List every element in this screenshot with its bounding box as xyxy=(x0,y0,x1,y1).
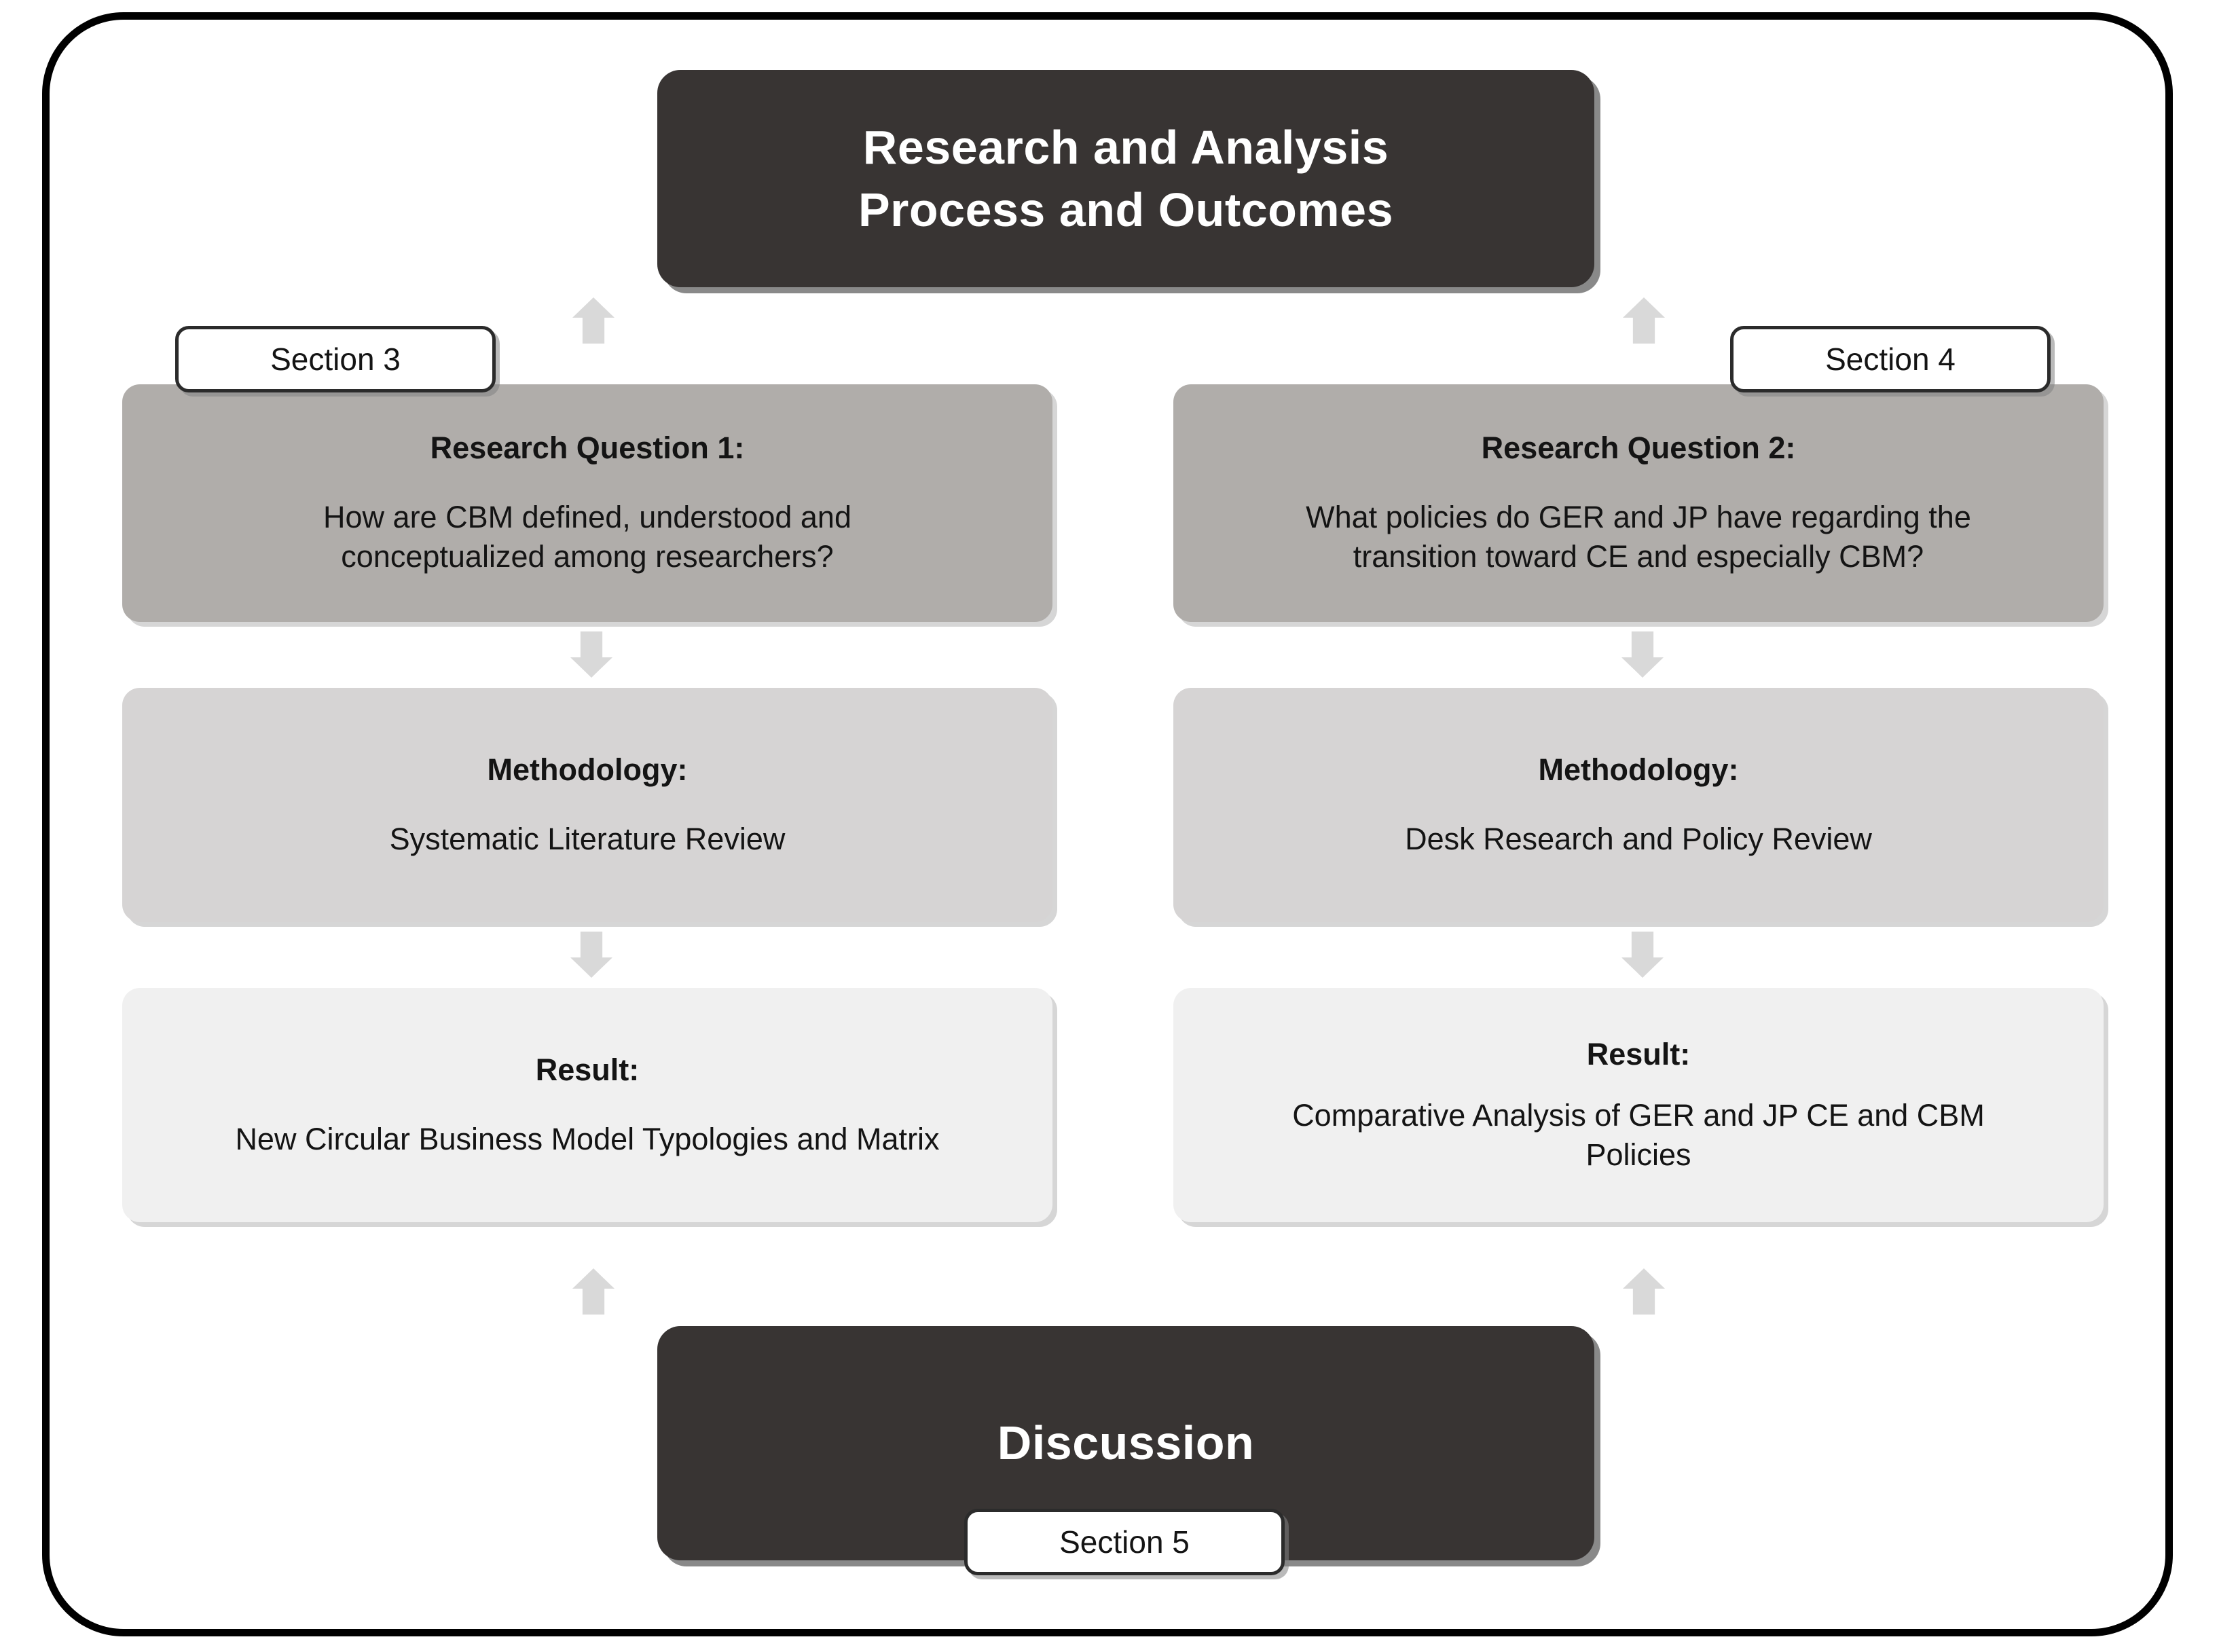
methodology-1-box: Methodology: Systematic Literature Revie… xyxy=(122,688,1052,922)
research-question-1-box: Research Question 1: How are CBM defined… xyxy=(122,384,1052,622)
research-question-2-box: Research Question 2: What policies do GE… xyxy=(1173,384,2104,622)
result-2-box: Result: Comparative Analysis of GER and … xyxy=(1173,988,2104,1222)
section-tag-left: Section 3 xyxy=(175,326,496,392)
result-1-body-line1: New Circular Business Model Typologies a… xyxy=(235,1121,940,1156)
methodology-1-body-line1: Systematic Literature Review xyxy=(389,821,786,856)
result-1-title: Result: xyxy=(535,1052,640,1087)
section-tag-right-label: Section 4 xyxy=(1825,342,1956,377)
methodology-1-title: Methodology: xyxy=(487,752,688,787)
methodology-2-title: Methodology: xyxy=(1538,752,1739,787)
result-2-body-line2: Policies xyxy=(1585,1137,1691,1172)
result-2-body-line1: Comparative Analysis of GER and JP CE an… xyxy=(1292,1097,1985,1133)
section-tag-bottom-label: Section 5 xyxy=(1059,1524,1190,1560)
section-tag-left-label: Section 3 xyxy=(270,342,401,377)
methodology-2-body-line1: Desk Research and Policy Review xyxy=(1405,821,1872,856)
result-2-title: Result: xyxy=(1586,1036,1691,1071)
section-tag-bottom: Section 5 xyxy=(964,1509,1285,1575)
result-1-box: Result: New Circular Business Model Typo… xyxy=(122,988,1052,1222)
discussion-label: Discussion xyxy=(997,1416,1255,1470)
header-box: Research and Analysis Process and Outcom… xyxy=(657,70,1594,287)
rq2-title: Research Question 2: xyxy=(1481,430,1796,466)
section-tag-right: Section 4 xyxy=(1730,326,2051,392)
diagram-outer-frame xyxy=(42,12,2173,1636)
rq1-body-line1: How are CBM defined, understood and xyxy=(323,500,851,535)
rq1-body-line2: conceptualized among researchers? xyxy=(341,539,834,574)
rq2-body-line1: What policies do GER and JP have regardi… xyxy=(1306,500,1971,535)
header-title-line2: Process and Outcomes xyxy=(858,183,1394,236)
rq1-title: Research Question 1: xyxy=(430,430,745,466)
rq2-body-line2: transition toward CE and especially CBM? xyxy=(1353,539,1924,574)
methodology-2-box: Methodology: Desk Research and Policy Re… xyxy=(1173,688,2104,922)
header-title-line1: Research and Analysis xyxy=(862,120,1389,174)
